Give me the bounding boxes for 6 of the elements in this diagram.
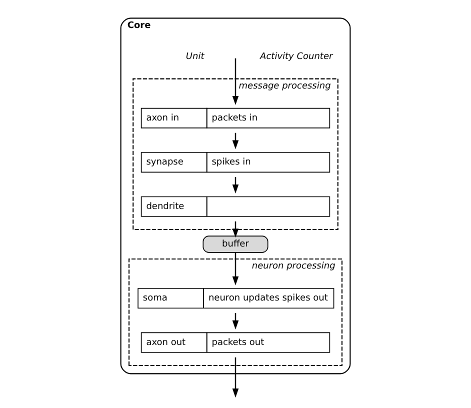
arrow — [232, 58, 239, 105]
node-box: buffer — [202, 236, 268, 253]
label: Activity Counter — [260, 52, 333, 62]
arrow — [232, 252, 239, 286]
label: Unit — [186, 52, 204, 62]
arrow — [232, 357, 239, 398]
